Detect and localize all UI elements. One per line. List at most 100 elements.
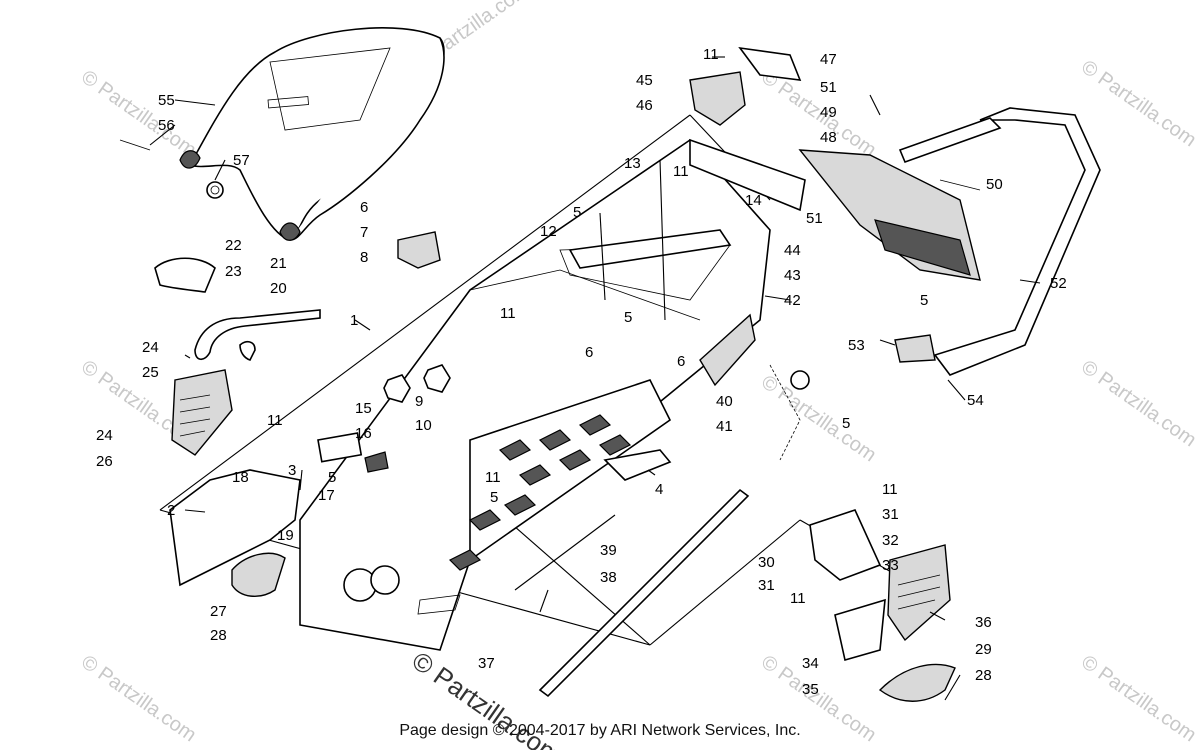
watermark-text: © Partzilla.com <box>757 66 880 161</box>
callout-48: 48 <box>820 129 837 146</box>
tail-mount <box>689 46 802 126</box>
seat-assembly <box>179 27 445 241</box>
callout-31a: 31 <box>882 506 899 523</box>
callout-7: 7 <box>360 224 368 241</box>
mount-bracket <box>397 231 441 269</box>
callout-10: 10 <box>415 417 432 434</box>
top-plate <box>568 229 732 269</box>
callout-19: 19 <box>277 527 294 544</box>
callout-37: 37 <box>478 655 495 672</box>
callout-28b: 28 <box>975 667 992 684</box>
callout-16: 16 <box>355 425 372 442</box>
callout-40: 40 <box>716 393 733 410</box>
callout-39: 39 <box>600 542 617 559</box>
callout-46: 46 <box>636 97 653 114</box>
callout-11a: 11 <box>267 412 283 429</box>
callout-57: 57 <box>233 152 250 169</box>
callout-24: 24 <box>142 339 159 356</box>
callout-53: 53 <box>848 337 865 354</box>
callout-8: 8 <box>360 249 368 266</box>
left-side-bracket <box>169 469 301 587</box>
tunnel-frame <box>299 138 771 651</box>
callout-3: 3 <box>288 462 296 479</box>
rear-bumper-crossbar <box>898 117 1002 164</box>
watermark-text: © Partzilla.com <box>77 66 200 161</box>
callout-34: 34 <box>802 655 819 672</box>
callout-21: 21 <box>270 255 287 272</box>
callout-47: 47 <box>820 51 837 68</box>
callout-15: 15 <box>355 400 372 417</box>
chain-and-plate <box>699 313 810 461</box>
step-plate <box>231 552 286 597</box>
leader-lines <box>149 56 1041 701</box>
callout-4: 4 <box>655 481 663 498</box>
callout-32: 32 <box>882 532 899 549</box>
callout-30: 30 <box>758 554 775 571</box>
side-vent-panel <box>171 369 233 456</box>
callout-26: 26 <box>96 453 113 470</box>
callout-55: 55 <box>158 92 175 109</box>
callout-49: 49 <box>820 104 837 121</box>
watermark-text: © Partzilla.com <box>1077 56 1200 151</box>
callout-11f: 11 <box>882 481 898 498</box>
callout-5f: 5 <box>920 292 928 309</box>
callout-29: 29 <box>975 641 992 658</box>
callout-22: 22 <box>225 237 242 254</box>
hitch-block <box>894 334 936 363</box>
callout-25: 25 <box>142 364 159 381</box>
support-rods <box>514 488 750 698</box>
page-footer: Page design © 2004-2017 by ARI Network S… <box>399 722 801 739</box>
callout-12: 12 <box>540 223 557 240</box>
callout-43: 43 <box>784 267 801 284</box>
callout-5b: 5 <box>573 204 581 221</box>
rear-flap <box>798 149 981 281</box>
callout-54: 54 <box>967 392 984 409</box>
callout-6c: 6 <box>677 353 685 370</box>
callout-11d: 11 <box>485 469 501 486</box>
callout-11c: 11 <box>673 163 689 180</box>
callout-45: 45 <box>636 72 653 89</box>
callout-5a: 5 <box>328 469 336 486</box>
callout-11b: 11 <box>500 305 516 322</box>
callout-6a: 6 <box>360 199 368 216</box>
callout-33: 33 <box>882 557 899 574</box>
callout-36: 36 <box>975 614 992 631</box>
grommet <box>423 364 451 393</box>
grab-handle <box>194 309 321 361</box>
callout-6b: 6 <box>585 344 593 361</box>
callout-44: 44 <box>784 242 801 259</box>
callout-56: 56 <box>158 117 175 134</box>
grab-handle-end <box>239 340 256 361</box>
callout-35: 35 <box>802 681 819 698</box>
callout-1: 1 <box>350 312 358 329</box>
side-bracket-4 <box>603 449 672 481</box>
callout-27: 27 <box>210 603 227 620</box>
callout-23: 23 <box>225 263 242 280</box>
callout-20: 20 <box>270 280 287 297</box>
callout-9: 9 <box>415 393 423 410</box>
cover-panel <box>154 257 216 293</box>
callout-11e: 11 <box>703 46 719 63</box>
callout-13: 13 <box>624 155 641 172</box>
callout-18: 18 <box>232 469 249 486</box>
watermark-text: © Partzilla.com <box>1077 356 1200 451</box>
callout-51b: 51 <box>820 79 837 96</box>
right-cover-assembly <box>809 509 956 702</box>
callout-14: 14 <box>745 192 762 209</box>
callout-5e: 5 <box>490 489 498 506</box>
callout-50: 50 <box>986 176 1003 193</box>
callout-51a: 51 <box>806 210 823 227</box>
callout-42: 42 <box>784 292 801 309</box>
callout-11g: 11 <box>790 590 806 607</box>
grommet <box>383 374 411 403</box>
callout-labels: 55 56 57 22 23 21 20 1 24 25 24 26 2 11 … <box>96 46 1067 698</box>
callout-2: 2 <box>167 502 175 519</box>
seat-hardware <box>119 139 224 199</box>
callout-24b: 24 <box>96 427 113 444</box>
callout-31b: 31 <box>758 577 775 594</box>
rear-bumper <box>933 107 1101 376</box>
callout-5d: 5 <box>842 415 850 432</box>
callout-52: 52 <box>1050 275 1067 292</box>
top-rail <box>689 138 806 212</box>
